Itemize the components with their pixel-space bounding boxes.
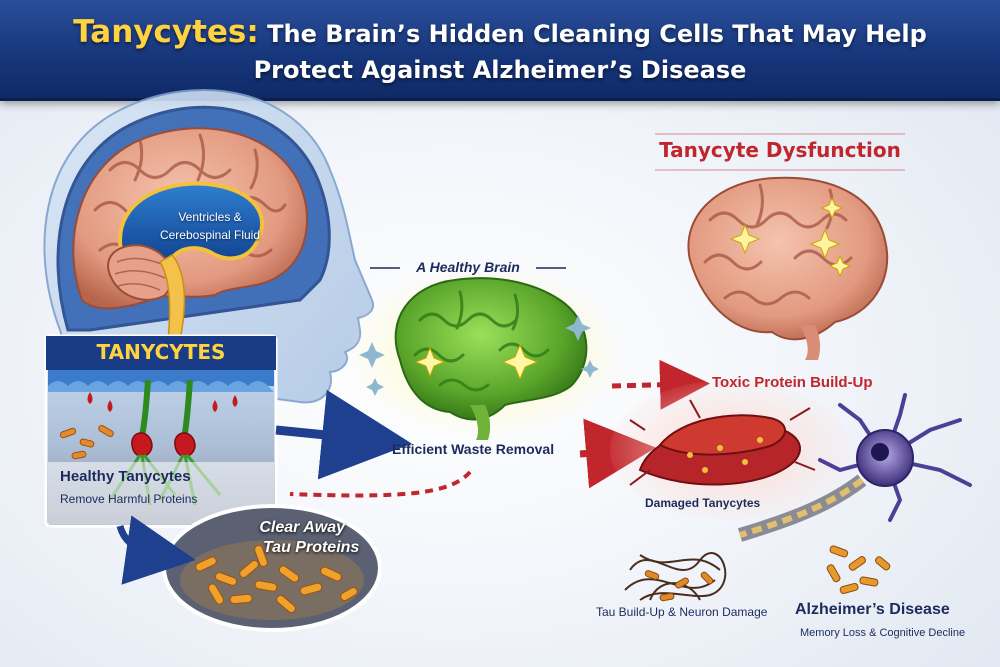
- sparkle-icons: [414, 343, 539, 381]
- tau-protein-pile: [195, 544, 358, 613]
- ventricles-label: Ventricles & Cerebospinal Fluid: [150, 208, 270, 244]
- outer-sparkle-icons: [359, 315, 599, 396]
- neuron: [737, 393, 972, 542]
- tau-tangle-left: [624, 552, 727, 601]
- clear-away-line-2: Tau Proteins: [263, 539, 360, 556]
- title-rest: The Brain’s Hidden Cleaning Cells That M…: [258, 20, 927, 48]
- dysfunction-sparkles: [729, 196, 852, 278]
- title-accent: Tanycytes:: [73, 14, 259, 50]
- title-banner: Tanycytes: The Brain’s Hidden Cleaning C…: [0, 0, 1000, 101]
- cerebellum-lines: [114, 257, 166, 291]
- damaged-tanycytes-label: Damaged Tanycytes: [645, 496, 761, 510]
- alzheimers-label: Alzheimer’s Disease: [795, 601, 950, 618]
- waste-removal-label: Efficient Waste Removal: [392, 441, 555, 457]
- healthy-brain-stem: [470, 405, 491, 440]
- tau-tangle-left-fragments: [644, 570, 714, 602]
- title-line-2: Protect Against Alzheimer’s Disease: [0, 56, 1000, 84]
- dashed-red-arrow-left: [289, 470, 472, 498]
- healthy-tanycytes-title: Healthy Tanycytes: [60, 468, 191, 485]
- clear-away-line-1: Clear Away: [259, 519, 345, 536]
- dysfunction-brain-stem: [800, 325, 821, 360]
- dysfunction-brain: [687, 176, 889, 341]
- ventricles-label-line-1: Ventricles &: [178, 210, 242, 224]
- alzheimers-subtitle: Memory Loss & Cognitive Decline: [800, 627, 966, 639]
- damaged-tanycytes: [629, 399, 816, 486]
- tau-tangle-right: [826, 545, 891, 595]
- tanycytes-panel-header: [46, 336, 276, 370]
- title-subline: Protect Against Alzheimer’s Disease: [253, 56, 747, 84]
- tau-fragments-panel: [59, 425, 114, 460]
- dashed-arrow-to-toxic: [611, 359, 710, 410]
- dysfunction-title: Tanycyte Dysfunction: [659, 138, 901, 162]
- healthy-brain-label: A Healthy Brain: [416, 259, 520, 275]
- healthy-tanycytes-subtitle: Remove Harmful Proteins: [60, 492, 198, 506]
- healthy-brain-folds: [413, 290, 550, 392]
- ventricles-label-line-2: Cerebospinal Fluid: [159, 228, 261, 242]
- arrow-to-waste-removal: [275, 389, 412, 480]
- tau-buildup-label: Tau Build-Up & Neuron Damage: [596, 605, 768, 619]
- clear-away-label: Clear Away Tau Proteins: [245, 518, 359, 558]
- tanycytes-heading: TANYCYTES: [96, 340, 226, 364]
- arrow-panel-to-bubble: [116, 515, 196, 585]
- droplets: [87, 392, 238, 412]
- toxic-buildup-label: Toxic Protein Build-Up: [712, 374, 873, 391]
- title-line-1: Tanycytes: The Brain’s Hidden Cleaning C…: [0, 14, 1000, 50]
- ventricle-lining: [48, 370, 274, 392]
